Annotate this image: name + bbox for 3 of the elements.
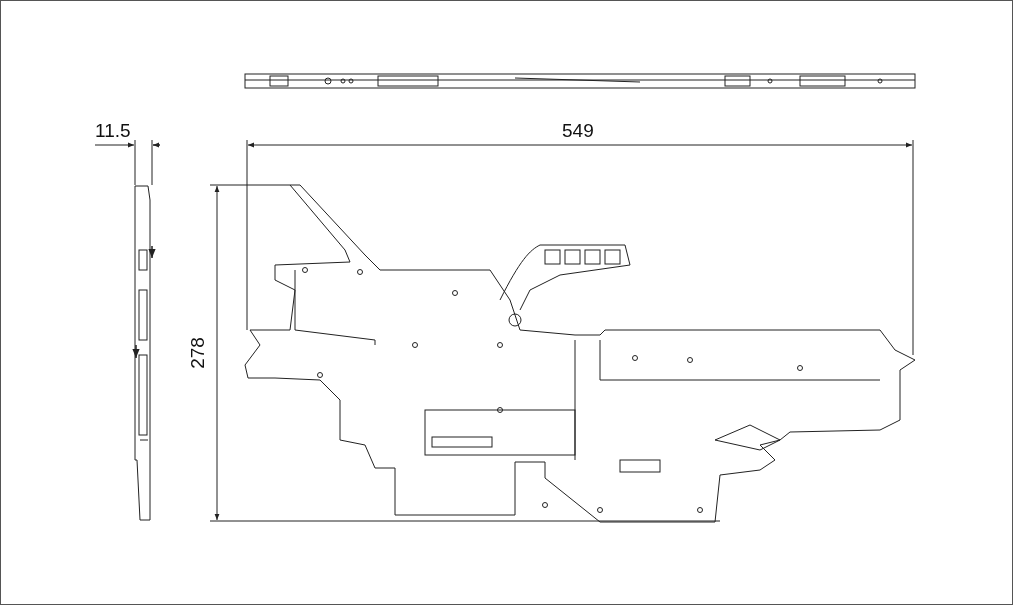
dimension-label: 278 <box>187 337 208 369</box>
dimension-label: 11.5 <box>95 121 131 141</box>
dimension-label: 549 <box>562 121 594 141</box>
